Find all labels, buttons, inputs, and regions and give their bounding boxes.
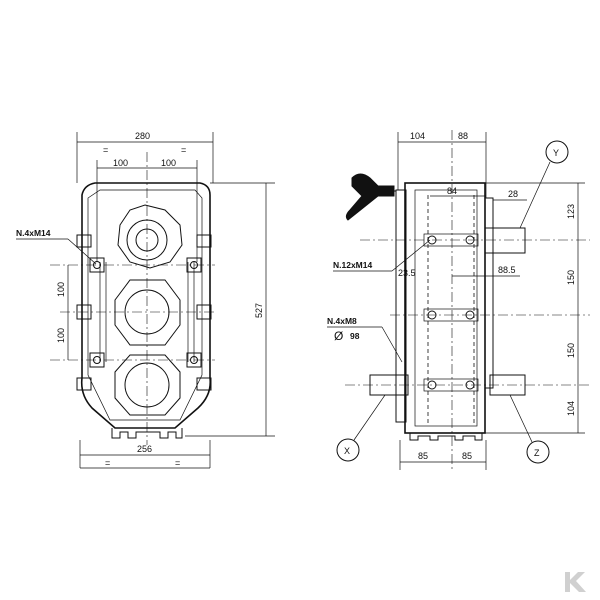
side-flange	[395, 189, 407, 423]
side-view: 104 88 84 28 23.5 88.5 123 150 150 104 8…	[327, 130, 590, 470]
dim-100-left: 100	[113, 158, 128, 168]
handle	[345, 173, 395, 221]
dim-28: 28	[508, 189, 518, 199]
shaft-label-y: Y	[553, 148, 559, 158]
label-circle-x	[336, 438, 360, 462]
dim-150-a: 150	[566, 270, 576, 285]
lug-bl	[76, 377, 92, 391]
side-rear-plate	[484, 197, 494, 389]
leader-m14	[391, 239, 431, 272]
dim-85-left: 85	[418, 451, 428, 461]
diameter-value: 98	[350, 331, 360, 341]
lug-tr	[196, 234, 212, 248]
dim-88: 88	[458, 131, 468, 141]
label-circle-z	[526, 440, 550, 464]
callout-leader	[67, 238, 97, 265]
lug-tl	[76, 234, 92, 248]
lug-br	[196, 377, 212, 391]
callout-m8: N.4xM8	[327, 316, 357, 326]
shaft-y	[484, 227, 526, 254]
side-housing	[404, 182, 486, 434]
dim-256: 256	[137, 444, 152, 454]
top-gear-lobe	[117, 204, 183, 269]
dim-23-5: 23.5	[398, 268, 416, 278]
dim-84: 84	[447, 186, 457, 196]
shaft-label-z: Z	[534, 448, 540, 458]
dim-eq-top-right: =	[181, 145, 186, 155]
dim-100-upper: 100	[56, 282, 66, 297]
side-body-inner	[414, 189, 478, 427]
mid-gear-lobe	[114, 279, 181, 346]
callout-m14-holes: N.12xM14	[333, 260, 372, 270]
front-feet	[111, 428, 183, 439]
side-feet	[409, 433, 483, 441]
front-view: 280 = = 100 100 527 100 100 N.4xM14 256 …	[16, 131, 275, 469]
dim-88-5: 88.5	[498, 265, 516, 275]
dim-100-right: 100	[161, 158, 176, 168]
brand-logo	[565, 572, 586, 592]
leader-m8	[381, 326, 403, 363]
dim-eq-bottom-right: =	[175, 458, 180, 468]
front-callout-m14: N.4xM14	[16, 228, 51, 238]
bottom-gear-lobe	[114, 354, 181, 416]
diameter-symbol: Ø	[334, 329, 343, 343]
side-bolts	[423, 233, 479, 392]
dim-eq-bottom-left: =	[105, 458, 110, 468]
front-housing-inner	[87, 189, 203, 421]
dim-123: 123	[566, 204, 576, 219]
dim-104-right: 104	[566, 401, 576, 416]
dim-85-right: 85	[462, 451, 472, 461]
front-housing-outline	[80, 182, 212, 429]
dim-104-top: 104	[410, 131, 425, 141]
dim-280: 280	[135, 131, 150, 141]
label-circle-y	[545, 140, 569, 164]
dim-100-lower: 100	[56, 328, 66, 343]
dim-eq-top-left: =	[103, 145, 108, 155]
shaft-label-x: X	[344, 446, 350, 456]
dim-150-b: 150	[566, 343, 576, 358]
dim-527: 527	[254, 303, 264, 318]
